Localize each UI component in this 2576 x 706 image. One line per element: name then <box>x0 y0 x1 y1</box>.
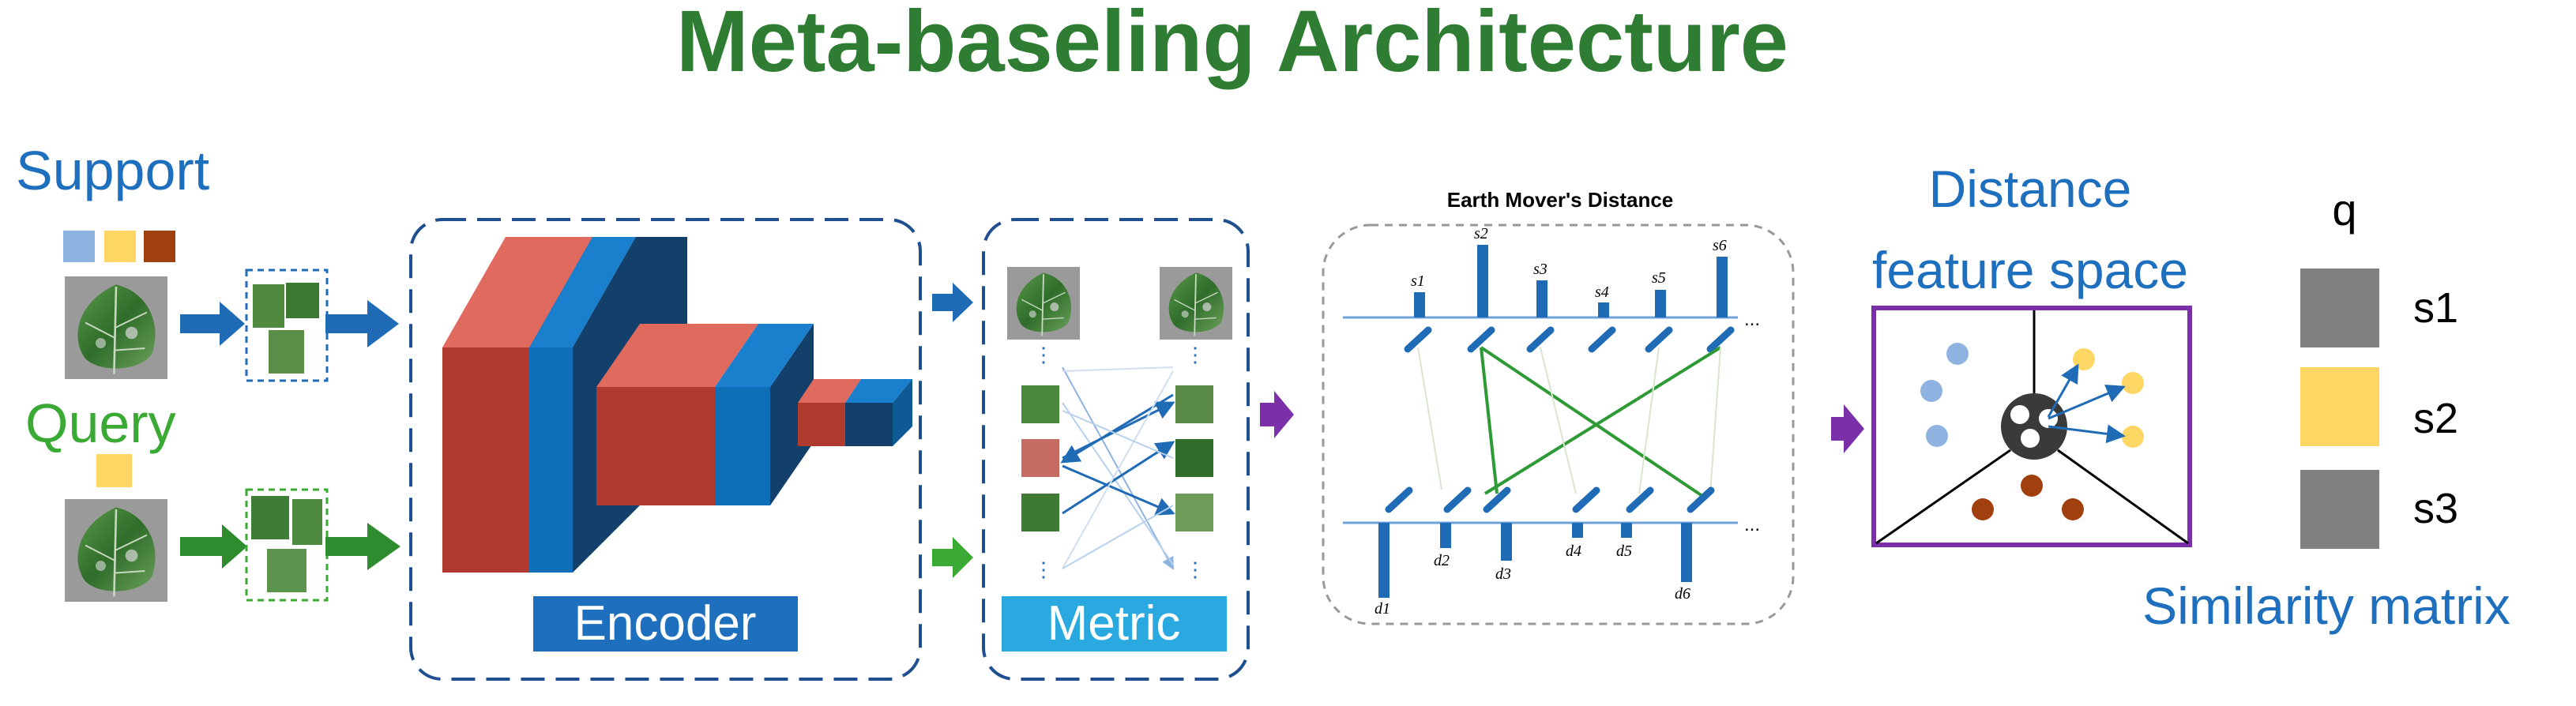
svg-text:d5: d5 <box>1616 543 1632 560</box>
svg-text:s4: s4 <box>1595 284 1609 301</box>
emd-to-feature-space-arrow <box>1831 404 1864 453</box>
metric-label-bg <box>1002 596 1227 652</box>
support-arrow-1 <box>180 302 245 346</box>
emd-panel <box>1322 223 1795 625</box>
feature-space-label-line1: Distance <box>1929 160 2132 218</box>
encoder-box <box>409 218 922 681</box>
svg-text:d6: d6 <box>1675 585 1690 603</box>
similarity-row-label-s1: s1 <box>2413 284 2458 332</box>
query-arrow-2 <box>325 523 401 570</box>
svg-text:⋮: ⋮ <box>1185 558 1205 581</box>
svg-text:...: ... <box>1744 514 1760 535</box>
similarity-cell-s1 <box>2300 269 2379 347</box>
similarity-cell-s2 <box>2300 367 2379 446</box>
support-patches <box>245 269 329 382</box>
svg-text:d3: d3 <box>1495 565 1511 583</box>
similarity-row-label-s3: s3 <box>2413 485 2458 532</box>
query-arrow-1 <box>180 524 247 569</box>
similarity-caption: Similarity matrix <box>2142 576 2510 635</box>
encoder-label-bg <box>533 596 798 652</box>
svg-text:s6: s6 <box>1713 237 1727 254</box>
query-patches <box>245 488 329 602</box>
svg-text:⋮: ⋮ <box>1033 343 1054 366</box>
svg-text:s1: s1 <box>1411 272 1425 290</box>
svg-text:d1: d1 <box>1374 600 1390 618</box>
emd-graphic: ... s1 s2 s3 s4 s5 s6 <box>1343 225 1760 618</box>
encoder-to-metric-arrow-top <box>932 283 973 322</box>
metric-to-emd-arrow <box>1260 391 1294 438</box>
svg-text:s2: s2 <box>1474 225 1488 242</box>
feature-space-label-line2: feature space <box>1872 241 2188 299</box>
encoder-to-metric-arrow-bottom <box>932 537 973 578</box>
similarity-header: q <box>2332 185 2356 235</box>
emd-title: Earth Mover's Distance <box>1447 188 1674 212</box>
support-label: Support <box>16 140 209 201</box>
metric-label: Metric <box>1047 596 1181 651</box>
svg-text:d2: d2 <box>1434 552 1450 569</box>
query-leaf-image <box>63 498 169 603</box>
similarity-cell-s3 <box>2300 470 2379 549</box>
svg-text:s3: s3 <box>1533 261 1547 278</box>
support-leaf-image <box>63 275 169 381</box>
metric-contents: ⋮ ⋮ ⋮ ⋮ <box>1006 266 1233 581</box>
support-arrow-2 <box>325 300 399 347</box>
svg-text:d4: d4 <box>1566 543 1581 560</box>
query-label: Query <box>25 392 176 454</box>
feature-space-contents <box>1875 310 2189 545</box>
diagram-title: Meta-baseling Architecture <box>676 0 1788 90</box>
support-swatches <box>63 231 175 262</box>
svg-text:⋮: ⋮ <box>1033 558 1054 581</box>
svg-text:⋮: ⋮ <box>1185 343 1205 366</box>
similarity-row-label-s2: s2 <box>2413 395 2458 442</box>
encoder-label: Encoder <box>574 596 757 651</box>
svg-text:s5: s5 <box>1652 269 1666 287</box>
query-swatch <box>96 454 132 487</box>
svg-text:...: ... <box>1744 309 1760 330</box>
encoder-layers <box>442 237 912 573</box>
